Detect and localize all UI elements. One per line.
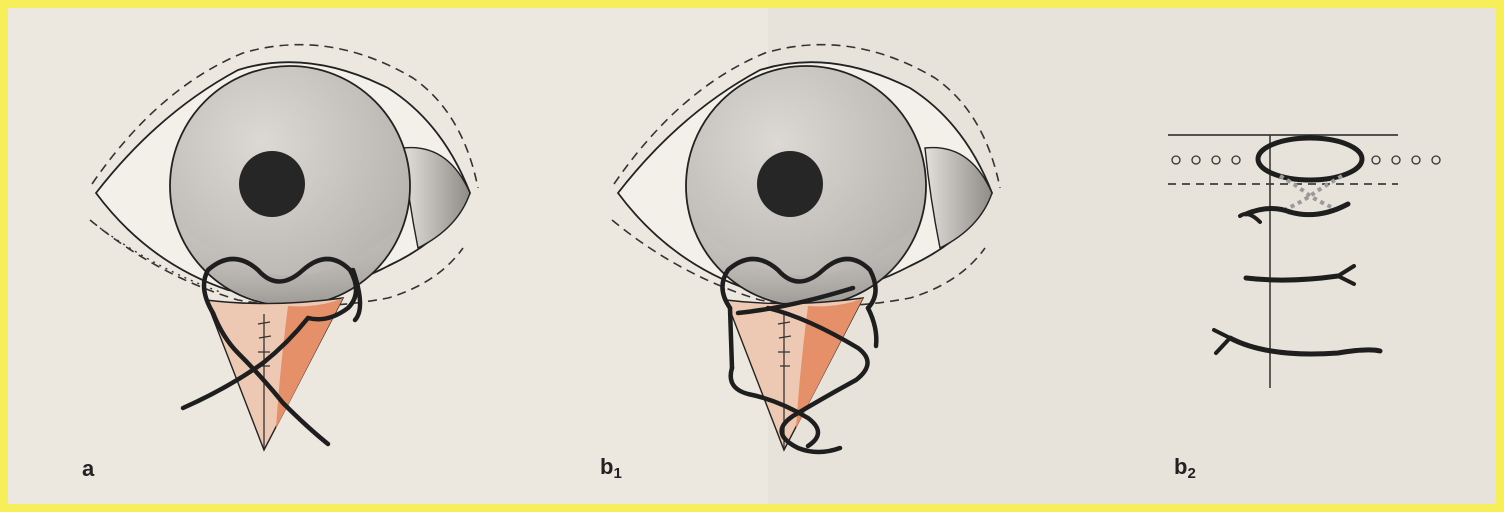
suture-strand-1 — [730, 308, 732, 368]
pupil — [757, 151, 823, 217]
panel-a — [90, 45, 478, 450]
illustration — [8, 8, 1496, 504]
figure-frame: a b1 b2 — [8, 8, 1496, 504]
panel-label-b2: b2 — [1174, 456, 1196, 481]
panel-label-b1: b1 — [600, 456, 622, 481]
panel-label-a: a — [82, 458, 94, 483]
pupil — [239, 151, 305, 217]
